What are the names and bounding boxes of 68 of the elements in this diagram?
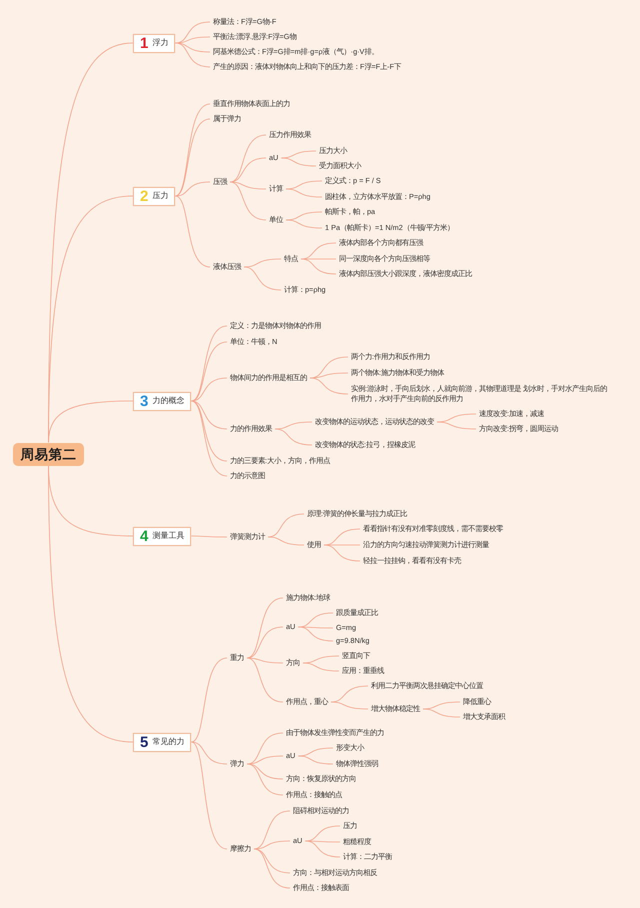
connector-line xyxy=(190,658,228,742)
connector-line xyxy=(300,258,336,274)
connector-line xyxy=(230,182,266,190)
topic-number: 1 xyxy=(140,34,148,52)
connector-line xyxy=(174,42,210,68)
connector-line xyxy=(230,134,266,182)
topic-box xyxy=(133,392,192,410)
connector-line xyxy=(246,598,284,658)
connector-line xyxy=(268,536,304,546)
connector-line xyxy=(230,182,266,220)
topic-number: 5 xyxy=(140,734,148,750)
topic-label: 常见的力 xyxy=(152,737,184,747)
connector-line xyxy=(48,400,134,443)
connector-line xyxy=(48,465,134,742)
connector-line xyxy=(174,104,210,196)
connector-line xyxy=(246,658,284,702)
connector-line xyxy=(324,544,360,546)
connector-line xyxy=(174,196,210,268)
connector-line xyxy=(174,42,210,52)
connector-line xyxy=(274,422,312,430)
connector-line xyxy=(190,742,228,850)
connector-line xyxy=(190,400,228,476)
topic-box xyxy=(133,526,192,546)
connector-line xyxy=(246,756,284,764)
connector-line xyxy=(302,662,340,672)
connector-line xyxy=(280,158,316,166)
topic-number: 4 xyxy=(140,528,148,544)
root-box: 周易第二 xyxy=(13,442,84,466)
connector-line xyxy=(246,732,284,764)
connector-line xyxy=(190,400,228,430)
connector-line xyxy=(330,702,368,710)
topic-box xyxy=(133,186,176,206)
connector-line xyxy=(246,764,284,780)
topic-box xyxy=(133,34,176,52)
connector-line xyxy=(190,342,228,402)
topic-number: 2 xyxy=(140,188,148,204)
connector-line xyxy=(174,182,210,196)
connector-line xyxy=(298,756,334,764)
connector-line xyxy=(298,626,334,642)
connector-line xyxy=(246,764,284,796)
connector-line xyxy=(190,742,228,764)
topic-label: 力的概念 xyxy=(152,396,184,406)
topic-label: 测量工具 xyxy=(152,531,184,541)
topic-label: 浮力 xyxy=(152,38,168,48)
connector-line xyxy=(310,378,348,394)
connector-line xyxy=(274,428,312,446)
connector-line xyxy=(304,840,340,842)
connector-line xyxy=(324,544,360,562)
connector-line xyxy=(304,840,340,858)
connector-line xyxy=(286,188,322,198)
topic-number: 3 xyxy=(140,392,148,410)
topic-label: 压力 xyxy=(152,191,168,201)
topic-box xyxy=(133,732,192,752)
connector-line xyxy=(246,658,284,664)
connector-line xyxy=(254,848,290,888)
connector-line xyxy=(174,118,210,196)
connector-line xyxy=(286,220,322,228)
connector-line xyxy=(422,708,460,718)
connector-line xyxy=(190,536,228,538)
connector-line xyxy=(254,810,290,850)
connector-line xyxy=(254,840,290,850)
connector-line xyxy=(244,266,282,290)
connector-line xyxy=(310,372,348,378)
connector-line xyxy=(254,848,290,874)
connector-line xyxy=(300,258,336,260)
connector-line xyxy=(244,258,282,268)
connector-line xyxy=(436,422,476,430)
connector-line xyxy=(246,626,284,658)
